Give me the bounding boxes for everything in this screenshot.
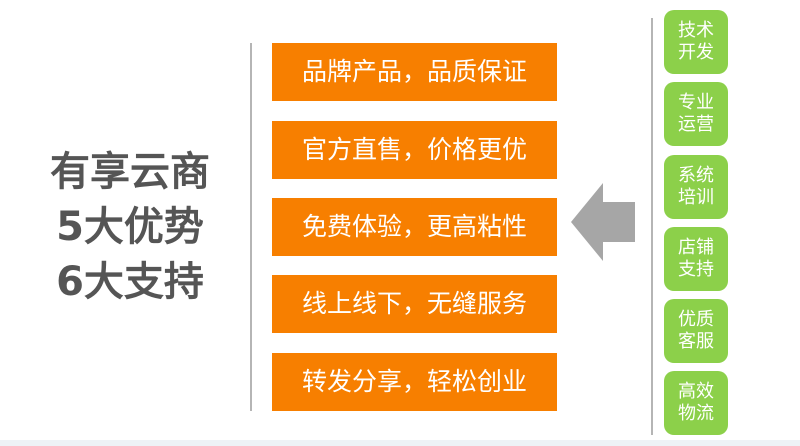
support-label: 高效	[678, 381, 714, 402]
support-label: 培训	[678, 187, 714, 208]
support-item: 系统培训	[664, 155, 728, 219]
headline-line: 5大优势	[56, 204, 204, 250]
support-item: 技术开发	[664, 10, 728, 74]
support-label: 店铺	[678, 237, 714, 258]
support-label: 运营	[678, 114, 714, 135]
support-item: 专业运营	[664, 82, 728, 146]
support-label: 技术	[678, 20, 714, 41]
headline: 有享云商 5大优势 6大支持	[20, 145, 240, 310]
advantage-item: 免费体验，更高粘性	[272, 198, 557, 256]
support-item: 店铺支持	[664, 227, 728, 291]
advantage-item: 线上线下，无缝服务	[272, 275, 557, 333]
support-label: 系统	[678, 165, 714, 186]
support-label: 优质	[678, 309, 714, 330]
support-label: 物流	[678, 403, 714, 424]
support-label: 客服	[678, 331, 714, 352]
advantage-item: 品牌产品，品质保证	[272, 43, 557, 101]
support-item: 优质客服	[664, 299, 728, 363]
headline-line: 6大支持	[56, 259, 204, 305]
headline-line: 有享云商	[50, 149, 210, 195]
advantage-item: 转发分享，轻松创业	[272, 353, 557, 411]
support-label: 支持	[678, 259, 714, 280]
advantage-item: 官方直售，价格更优	[272, 121, 557, 179]
arrow-left-icon	[571, 183, 635, 261]
bottom-strip	[0, 440, 800, 446]
divider-right	[651, 18, 653, 435]
support-item: 高效物流	[664, 371, 728, 435]
support-label: 专业	[678, 92, 714, 113]
divider-left	[250, 43, 252, 411]
support-label: 开发	[678, 42, 714, 63]
